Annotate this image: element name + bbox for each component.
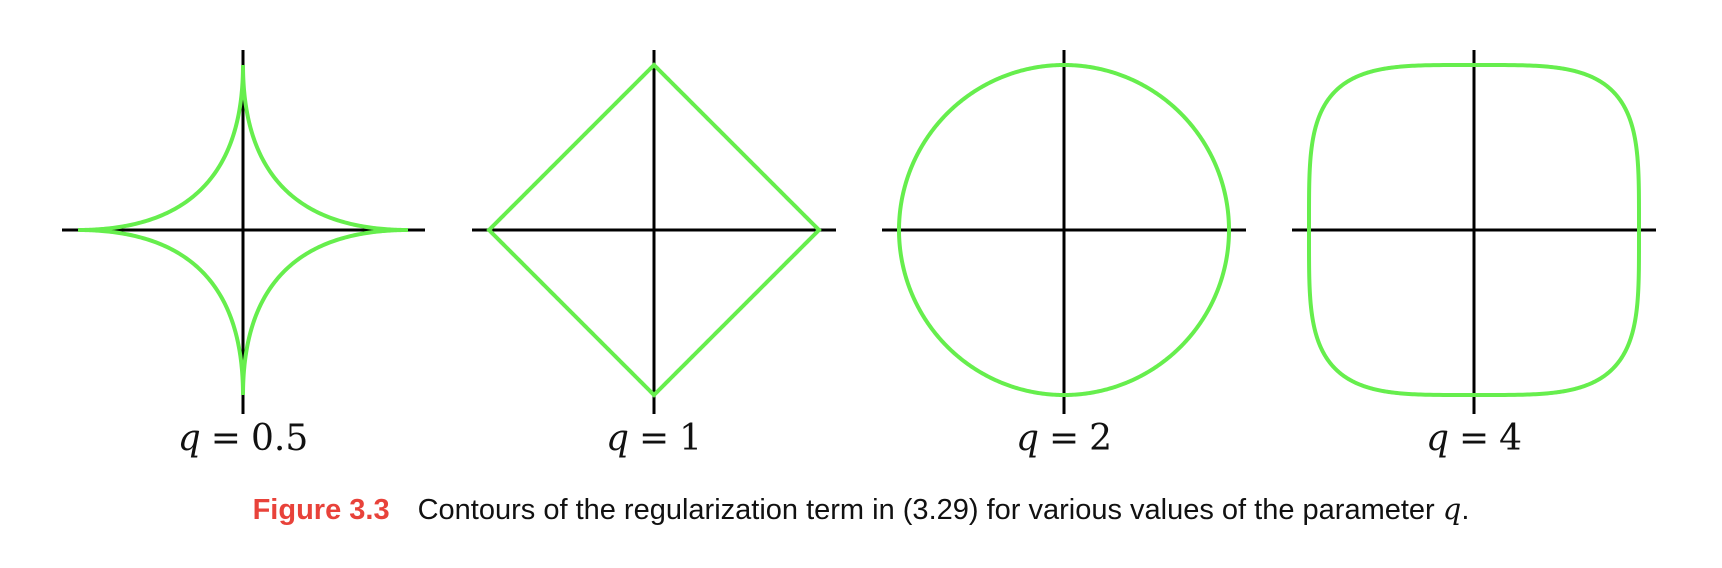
panel-q-2: q=2: [882, 50, 1246, 459]
label-q-2: q=2: [1016, 418, 1112, 459]
contour-q-2: [896, 62, 1232, 398]
caption-param: q: [1442, 492, 1462, 526]
label-q-0-5: q=0.5: [178, 418, 308, 459]
panel-q-0-5: q=0.5: [62, 50, 425, 459]
contour-q-1: [486, 62, 822, 398]
panel-q-1: q=1: [472, 50, 836, 459]
figure-label: Figure 3.3: [252, 494, 390, 526]
figure-caption: Figure 3.3 Contours of the regularization…: [0, 492, 1722, 527]
panel-q-4: q=4: [1292, 50, 1656, 459]
label-q-1: q=1: [606, 418, 702, 459]
contour-q-4: [1307, 63, 1641, 397]
contour-q-0-5: [78, 65, 408, 395]
caption-text: Contours of the regularization term in (…: [417, 494, 1443, 526]
regularization-contours-figure: q=0.5 q=1 q=2 q=4: [62, 50, 1656, 459]
label-q-4: q=4: [1426, 418, 1522, 459]
caption-end: .: [1461, 494, 1470, 526]
